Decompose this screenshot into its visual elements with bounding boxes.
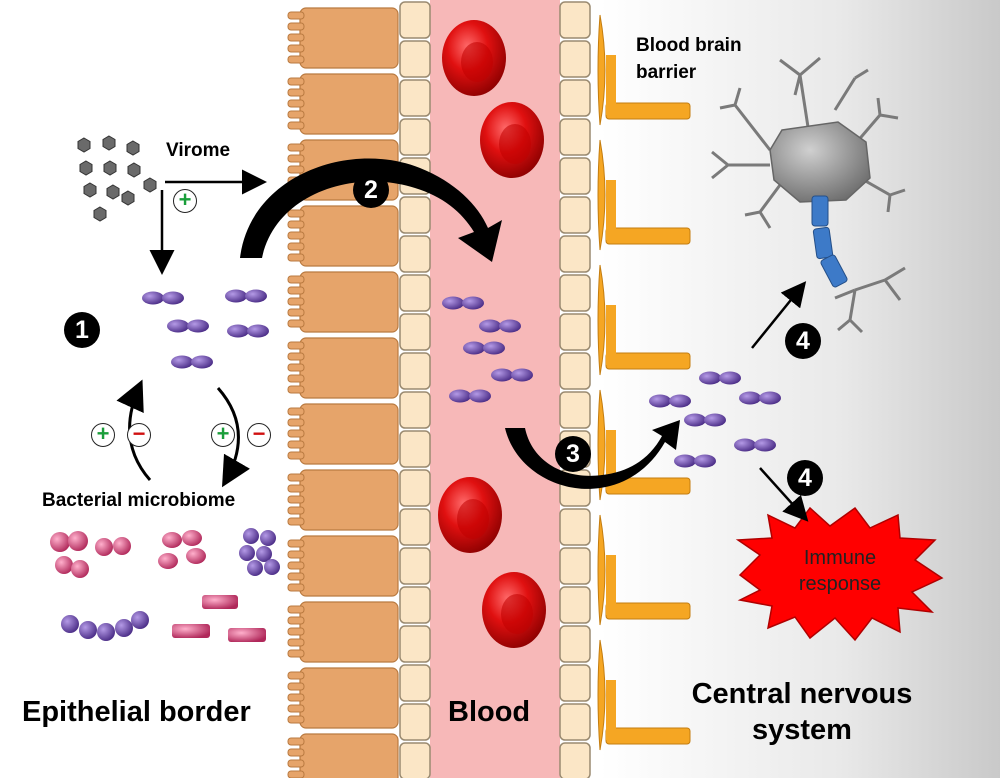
step-4b-badge: 4 xyxy=(787,460,823,496)
arrows-step-4 xyxy=(751,281,809,522)
feedback-right-minus-sign: − xyxy=(247,423,271,447)
epithelial-cell xyxy=(287,7,399,69)
gut-diplococci xyxy=(142,289,269,369)
feedback-right-plus-sign: + xyxy=(211,423,235,447)
arrow-step-3 xyxy=(505,420,680,489)
epithelial-cell xyxy=(287,205,399,267)
junction-cell xyxy=(559,118,591,156)
junction-cell xyxy=(559,586,591,624)
bbb-segment xyxy=(597,139,691,251)
epithelial-layer xyxy=(287,7,399,778)
junction-cell xyxy=(559,352,591,390)
junction-cell xyxy=(399,703,431,741)
junction-cell xyxy=(399,1,431,39)
junction-cell xyxy=(559,742,591,778)
junction-cell xyxy=(399,625,431,663)
immune-label-line-2: response xyxy=(798,573,882,595)
epithelial-cell xyxy=(287,535,399,597)
epithelial-cell xyxy=(287,73,399,135)
feedback-left-minus-sign: − xyxy=(127,423,151,447)
junction-cell xyxy=(399,664,431,702)
epithelial-cell xyxy=(287,601,399,663)
bbb-segment xyxy=(597,14,691,126)
step-4a-badge: 4 xyxy=(785,323,821,359)
blood-label: Blood xyxy=(448,696,531,728)
bbb-label-line-2: barrier xyxy=(636,62,697,83)
bbb-segment xyxy=(597,639,691,751)
epithelial-cell xyxy=(287,733,399,778)
junction-cell xyxy=(559,703,591,741)
epithelial-cell xyxy=(287,403,399,465)
cns-label-line-2: system xyxy=(752,714,852,746)
bbb-segment xyxy=(597,389,691,501)
feedback-left-plus-sign: + xyxy=(91,423,115,447)
step-1-badge: 1 xyxy=(64,312,100,348)
step-2-badge: 2 xyxy=(353,172,389,208)
immune-burst xyxy=(735,506,944,642)
junction-cell xyxy=(399,352,431,390)
junction-cell xyxy=(559,625,591,663)
tight-junction-right xyxy=(559,1,591,778)
bbb-label-line-1: Blood brain xyxy=(636,35,742,56)
junction-cell xyxy=(559,313,591,351)
junction-cell xyxy=(559,1,591,39)
epithelial-cell xyxy=(287,337,399,399)
immune-label-line-1: Immune xyxy=(803,547,877,569)
junction-cell xyxy=(399,313,431,351)
arrow-step-2 xyxy=(240,158,502,262)
neuron-soma xyxy=(769,121,871,203)
blood-brain-barrier xyxy=(597,14,691,751)
epithelial-cell xyxy=(287,469,399,531)
junction-cell xyxy=(559,664,591,702)
junction-cell xyxy=(399,118,431,156)
junction-cell xyxy=(399,430,431,468)
junction-cell xyxy=(399,235,431,273)
junction-cell xyxy=(399,40,431,78)
junction-cell xyxy=(399,547,431,585)
junction-cell xyxy=(399,79,431,117)
junction-cell xyxy=(559,79,591,117)
cns-label-line-1: Central nervous xyxy=(691,678,913,710)
junction-cell xyxy=(559,196,591,234)
tight-junction-left xyxy=(399,1,431,778)
junction-cell xyxy=(399,742,431,778)
junction-cell xyxy=(399,391,431,429)
immune-response-label: Immune response xyxy=(738,545,942,597)
junction-cell xyxy=(399,469,431,507)
junction-cell xyxy=(559,508,591,546)
neuron-axon xyxy=(811,195,848,288)
junction-cell xyxy=(399,586,431,624)
epithelial-cell xyxy=(287,271,399,333)
virome-arrows xyxy=(149,169,267,275)
bacterial-microbiome-label: Bacterial microbiome xyxy=(42,490,236,511)
step-3-badge: 3 xyxy=(555,436,591,472)
junction-cell xyxy=(559,547,591,585)
virome-label: Virome xyxy=(166,140,231,161)
bbb-segment xyxy=(597,514,691,626)
epithelial-border-label: Epithelial border xyxy=(22,696,251,728)
virome-plus-sign: + xyxy=(173,189,197,213)
junction-cell xyxy=(559,391,591,429)
junction-cell xyxy=(399,196,431,234)
junction-cell xyxy=(399,274,431,312)
junction-cell xyxy=(559,235,591,273)
junction-cell xyxy=(399,508,431,546)
epithelial-cell xyxy=(287,667,399,729)
junction-cell xyxy=(559,40,591,78)
junction-cell xyxy=(559,274,591,312)
virome-particles xyxy=(77,135,157,222)
bacterial-microbiome-cells xyxy=(50,528,280,642)
junction-cell xyxy=(559,157,591,195)
bbb-segment xyxy=(597,264,691,376)
